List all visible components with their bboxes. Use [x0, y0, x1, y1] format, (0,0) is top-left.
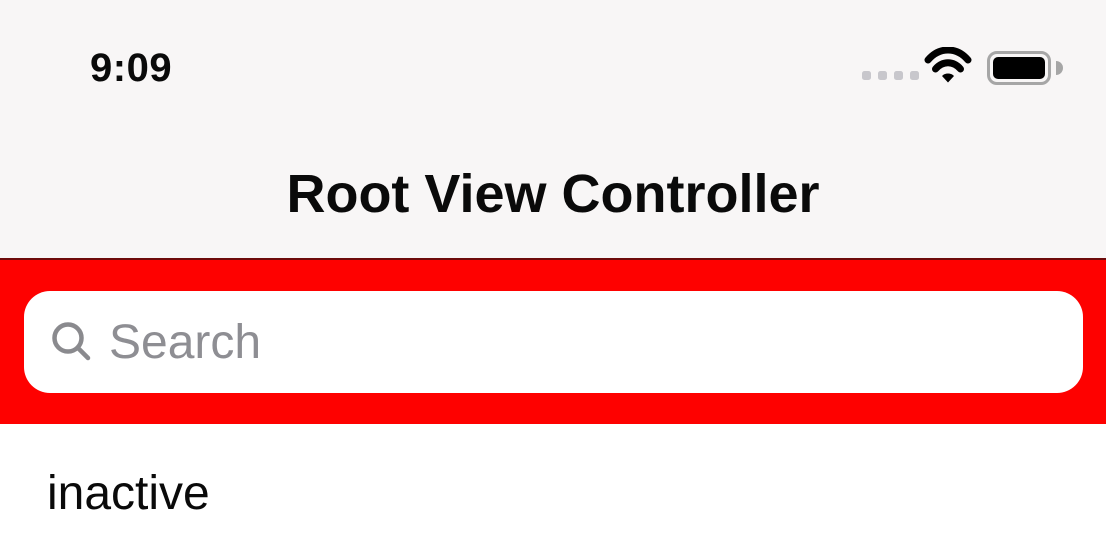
content-area: inactive: [0, 424, 1106, 550]
search-bar-highlight: [0, 258, 1106, 424]
wifi-icon: [924, 47, 972, 83]
top-chrome: 9:09 Root View Controller: [0, 0, 1106, 258]
cellular-signal-icon: [862, 71, 919, 80]
cellular-dot: [862, 71, 871, 80]
battery-cap: [1056, 61, 1063, 75]
battery-icon: [987, 51, 1051, 85]
search-field[interactable]: [24, 291, 1083, 393]
nav-bar-title: Root View Controller: [286, 164, 820, 224]
battery-fill: [993, 57, 1045, 79]
app-state-label: inactive: [47, 467, 210, 520]
cellular-dot: [910, 71, 919, 80]
cellular-dot: [878, 71, 887, 80]
status-bar-time: 9:09: [90, 46, 173, 90]
cellular-dot: [894, 71, 903, 80]
search-icon: [52, 322, 91, 361]
search-input[interactable]: [109, 297, 1063, 387]
